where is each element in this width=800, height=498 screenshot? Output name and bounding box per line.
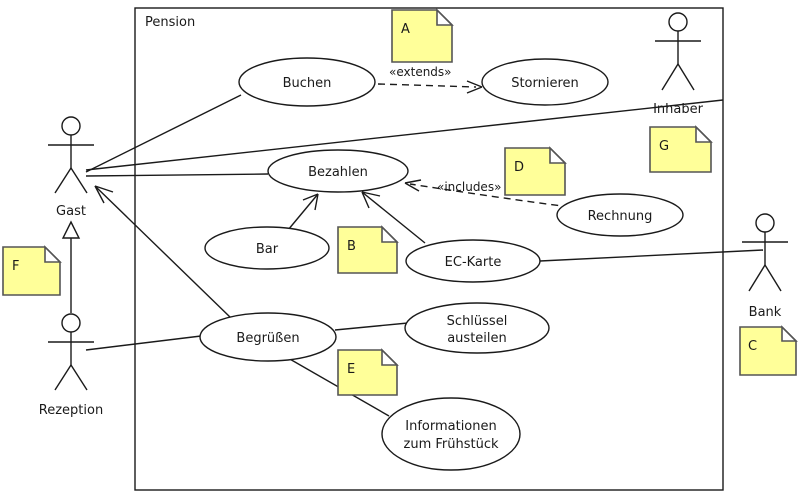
edge-rechnung-bezahlen-includes <box>409 183 571 208</box>
use-case-label-line2: austeilen <box>447 331 507 346</box>
use-case-ellipse <box>405 239 541 283</box>
actor-leg-right-icon <box>764 264 782 292</box>
use-case-ellipse <box>199 312 337 362</box>
note-label: C <box>748 339 757 354</box>
use-case-label: Bezahlen <box>308 165 368 180</box>
includes-stereotype-label: «includes» <box>437 180 501 194</box>
use-case-schluessel-austeilen[interactable]: Schlüssel austeilen <box>404 302 550 354</box>
edge-bar-bezahlen <box>287 193 319 231</box>
arrowhead-eckarte-bezahlen <box>361 191 381 209</box>
arrowhead-extends <box>466 80 483 94</box>
note-d[interactable]: D <box>504 146 567 196</box>
actor-leg-left-icon <box>661 63 679 91</box>
actor-leg-right-icon <box>70 364 88 391</box>
use-case-ec-karte[interactable]: EC-Karte <box>405 239 541 283</box>
use-case-label: Bar <box>256 242 279 257</box>
use-case-stornieren[interactable]: Stornieren <box>481 58 609 106</box>
note-fold-icon <box>695 125 713 143</box>
note-c[interactable]: C <box>739 325 798 376</box>
edge-begruessen-gast <box>94 185 232 319</box>
use-case-label: Stornieren <box>511 76 579 91</box>
use-case-bezahlen[interactable]: Bezahlen <box>267 149 409 193</box>
arrowhead-begruessen-gast <box>94 185 114 204</box>
edge-rezeption-begruessen <box>85 335 202 351</box>
use-case-begruessen[interactable]: Begrüßen <box>199 312 337 362</box>
use-case-ellipse <box>238 57 376 107</box>
use-case-label-line1: Schlüssel <box>447 314 508 329</box>
edge-buchen-stornieren-extends <box>377 83 477 88</box>
use-case-ellipse <box>404 302 550 354</box>
use-case-buchen[interactable]: Buchen <box>238 57 376 107</box>
use-case-label: Rechnung <box>588 209 653 224</box>
note-fold-icon <box>436 8 454 26</box>
use-case-bar[interactable]: Bar <box>204 226 330 270</box>
edge-gast-bezahlen <box>85 173 269 177</box>
note-f[interactable]: F <box>2 245 62 296</box>
actor-leg-left-icon <box>54 364 72 391</box>
actor-head-icon <box>755 213 775 233</box>
actor-leg-left-icon <box>748 264 766 292</box>
note-fold-icon <box>381 225 399 243</box>
generalization-triangle-rezeption-gast <box>61 220 81 239</box>
use-case-ellipse <box>381 397 521 471</box>
note-label: D <box>514 160 524 175</box>
use-case-label: Buchen <box>283 76 332 91</box>
use-case-ellipse <box>481 58 609 106</box>
actor-head-icon <box>61 313 81 333</box>
use-case-informationen-zum-fruehstueck[interactable]: Informationen zum Frühstück <box>381 397 521 471</box>
actor-rezeption[interactable]: Rezeption <box>39 313 103 418</box>
note-label: E <box>347 362 355 377</box>
note-a[interactable]: A <box>391 8 454 63</box>
note-label: G <box>659 139 669 154</box>
use-case-label-line2: zum Frühstück <box>404 437 499 452</box>
edge-begruessen-schluessel <box>334 322 409 331</box>
system-boundary-pension <box>134 7 724 491</box>
actor-label: Gast <box>56 204 86 219</box>
edge-gast-buchen <box>85 94 242 173</box>
note-fold-icon <box>381 348 399 366</box>
use-case-ellipse <box>267 149 409 193</box>
edge-gast-inhaber <box>85 99 724 171</box>
note-fold-icon <box>781 325 798 342</box>
extends-stereotype-label: «extends» <box>389 65 452 79</box>
arrowhead-bar-bezahlen <box>302 193 319 211</box>
note-label: A <box>401 22 410 37</box>
actor-gast[interactable]: Gast <box>48 116 94 219</box>
note-e[interactable]: E <box>337 348 399 396</box>
actor-head-icon <box>61 116 81 136</box>
system-boundary-label: Pension <box>145 15 195 30</box>
use-case-label-line1: Informationen <box>405 419 497 434</box>
use-case-ellipse <box>556 193 684 237</box>
actor-label: Inhaber <box>653 102 704 117</box>
use-case-label: Begrüßen <box>236 331 299 346</box>
note-b[interactable]: B <box>337 225 399 274</box>
use-case-rechnung[interactable]: Rechnung <box>556 193 684 237</box>
note-fold-icon <box>44 245 62 263</box>
actor-leg-left-icon <box>54 167 72 194</box>
actor-label: Rezeption <box>39 403 103 418</box>
use-case-ellipse <box>204 226 330 270</box>
actor-bank[interactable]: Bank <box>742 213 788 320</box>
actor-head-icon <box>668 12 688 32</box>
use-case-label: EC-Karte <box>445 255 502 270</box>
note-fold-icon <box>549 146 567 164</box>
note-g[interactable]: G <box>649 125 713 173</box>
arrowhead-includes <box>404 179 422 192</box>
actor-leg-right-icon <box>70 167 88 194</box>
note-label: B <box>347 239 356 254</box>
edge-eckarte-bank <box>539 249 764 262</box>
actor-label: Bank <box>749 305 782 320</box>
note-label: F <box>12 259 19 274</box>
actor-leg-right-icon <box>677 63 695 91</box>
actor-inhaber[interactable]: Inhaber <box>653 12 704 117</box>
edge-eckarte-bezahlen <box>361 191 426 244</box>
